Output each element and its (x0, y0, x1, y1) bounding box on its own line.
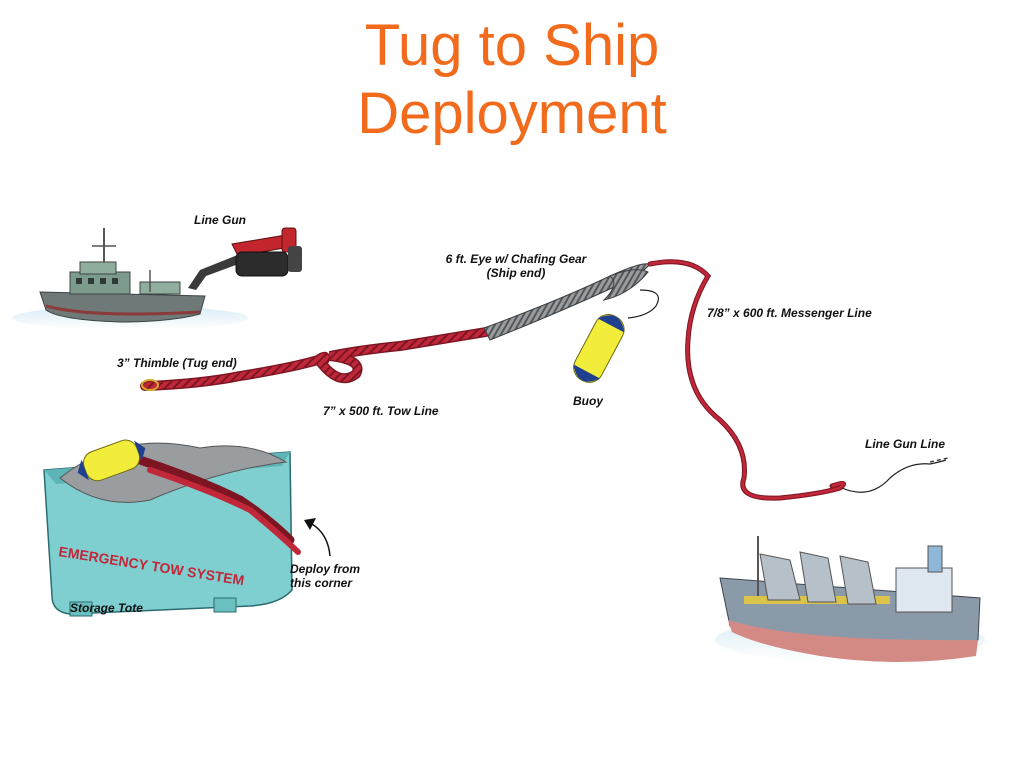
title-line-1: Tug to Ship (364, 13, 660, 78)
deploy-arrow (311, 523, 331, 557)
ship-icon (715, 536, 985, 662)
buoy-icon (573, 314, 625, 383)
buoy-label: Buoy (573, 394, 603, 408)
eye-label: 6 ft. Eye w/ Chafing Gear (Ship end) (436, 252, 596, 280)
eye-label-line-1: 6 ft. Eye w/ Chafing Gear (445, 252, 587, 266)
line-gun-icon (188, 227, 302, 290)
line-gun-line-label: Line Gun Line (865, 437, 945, 451)
tug-boat-icon (12, 228, 248, 330)
tow-line-label: 7” x 500 ft. Tow Line (323, 404, 439, 418)
thimble-label: 3” Thimble (Tug end) (117, 356, 237, 370)
tow-line (140, 327, 491, 391)
buoy-line (627, 289, 659, 319)
deploy-label: Deploy from this corner (290, 562, 360, 590)
eye-label-line-2: (Ship end) (486, 266, 546, 280)
line-gun-line (841, 459, 947, 493)
messenger-line-label: 7/8” x 600 ft. Messenger Line (707, 306, 872, 320)
messenger-line (647, 259, 847, 501)
title-line-2: Deployment (357, 81, 667, 146)
storage-tote-icon: EMERGENCY TOW SYSTEM (43, 439, 301, 617)
page-title: Tug to Ship Deployment (0, 12, 1024, 148)
line-gun-label: Line Gun (194, 213, 246, 227)
deploy-label-line-1: Deploy from (290, 562, 361, 576)
storage-tote-label: Storage Tote (70, 601, 143, 615)
deploy-label-line-2: this corner (290, 576, 353, 590)
